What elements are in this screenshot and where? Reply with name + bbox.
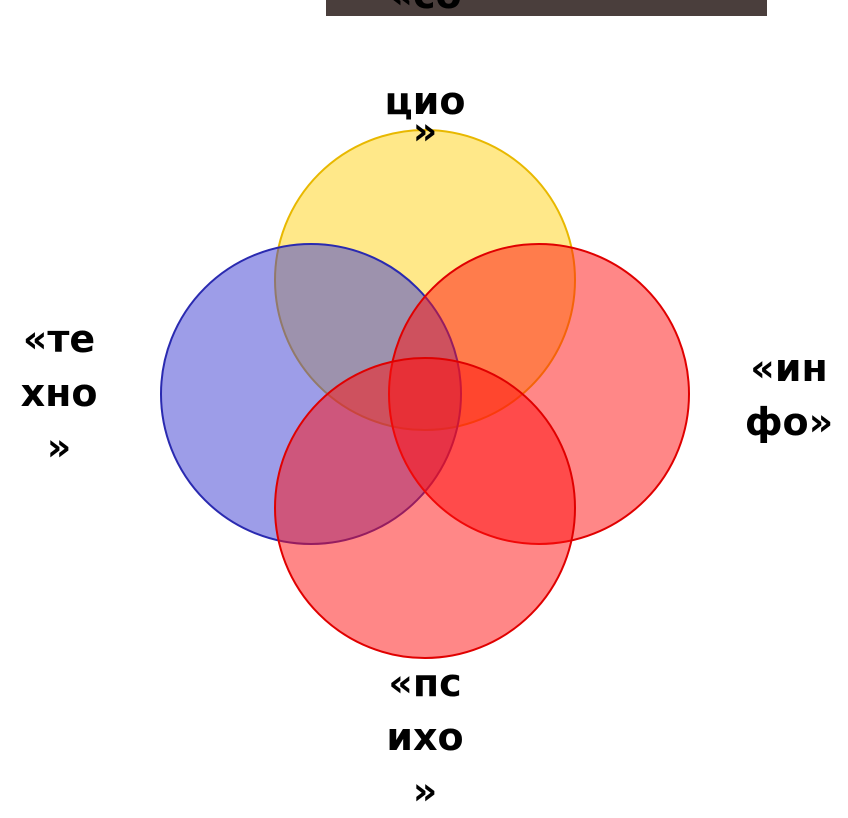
label-socio: «со цио » [384, 0, 466, 153]
label-psycho: «пс ихо » [386, 661, 464, 813]
top-photo-strip [326, 0, 767, 16]
label-techno: «те хно » [20, 317, 98, 469]
venn-diagram [160, 129, 690, 659]
label-info: «ин фо» [744, 346, 834, 444]
circle-bottom [274, 357, 576, 659]
